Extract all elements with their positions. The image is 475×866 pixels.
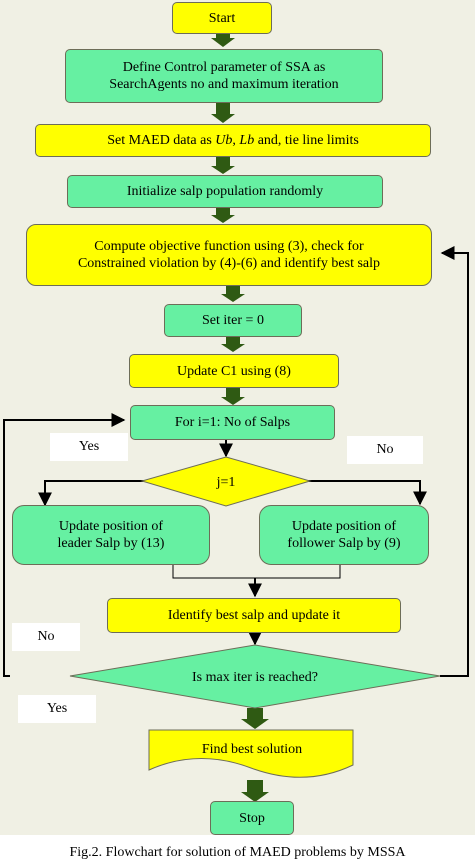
label-j-yes: Yes [50, 433, 128, 461]
line-branches-merge [172, 565, 341, 579]
define-params-line1: Define Control parameter of SSA as [122, 60, 326, 75]
decision-max-iter-label: Is max iter is reached? [192, 669, 318, 685]
stop-terminal: Stop [210, 801, 294, 835]
arrow-max-iter-find-best [241, 708, 269, 729]
set-iter-box: Set iter = 0 [164, 304, 302, 337]
compute-line2: Constrained violation by (4)-(6) and ide… [77, 256, 381, 271]
arrow-update-c1-for [221, 388, 245, 405]
arrow-compute-set-iter [221, 286, 245, 302]
arrow-start-define [211, 34, 235, 47]
line-decision-yes-branch [38, 480, 160, 507]
define-params-line2: SearchAgents no and maximum iteration [109, 77, 339, 92]
set-maed-text: Set MAED data as Ub, Lb and, tie line li… [107, 133, 359, 148]
compute-objective-box: Compute objective function using (3), ch… [26, 224, 432, 286]
figure-caption: Fig.2. Flowchart for solution of MAED pr… [69, 845, 406, 860]
label-max-yes: Yes [18, 695, 96, 723]
line-max-no-loop [3, 413, 126, 677]
flow-arrows [211, 34, 269, 802]
update-leader-line1: Update position of [58, 519, 164, 534]
arrow-set-iter-update-c1 [221, 337, 245, 352]
arrow-init-compute [211, 208, 235, 223]
compute-line1: Compute objective function using (3), ch… [94, 239, 364, 254]
update-leader-line2: leader Salp by (13) [57, 536, 165, 551]
label-max-no: No [12, 623, 80, 651]
line-max-yes-loop [440, 246, 469, 677]
connector-lines [3, 246, 469, 677]
identify-best-box: Identify best salp and update it [107, 598, 401, 633]
update-follower-box: Update position of follower Salp by (9) [259, 505, 429, 565]
update-leader-box: Update position of leader Salp by (13) [12, 505, 210, 565]
update-follower-line2: follower Salp by (9) [287, 536, 401, 551]
update-c1-box: Update C1 using (8) [129, 354, 339, 388]
set-maed-data-box: Set MAED data as Ub, Lb and, tie line li… [35, 124, 431, 157]
line-decision-no-branch [300, 480, 427, 506]
decision-j-label: j=1 [216, 474, 236, 490]
update-follower-line1: Update position of [291, 519, 397, 534]
find-best-label: Find best solution [201, 741, 303, 757]
label-j-no: No [347, 436, 423, 464]
arrow-set-maed-init [211, 157, 235, 174]
for-loop-box: For i=1: No of Salps [130, 405, 335, 440]
arrow-find-best-stop [241, 780, 269, 802]
arrow-define-set-maed [211, 103, 235, 123]
define-control-parameters-box: Define Control parameter of SSA as Searc… [65, 49, 383, 103]
initialize-population-box: Initialize salp population randomly [67, 175, 383, 208]
start-terminal: Start [172, 2, 272, 34]
